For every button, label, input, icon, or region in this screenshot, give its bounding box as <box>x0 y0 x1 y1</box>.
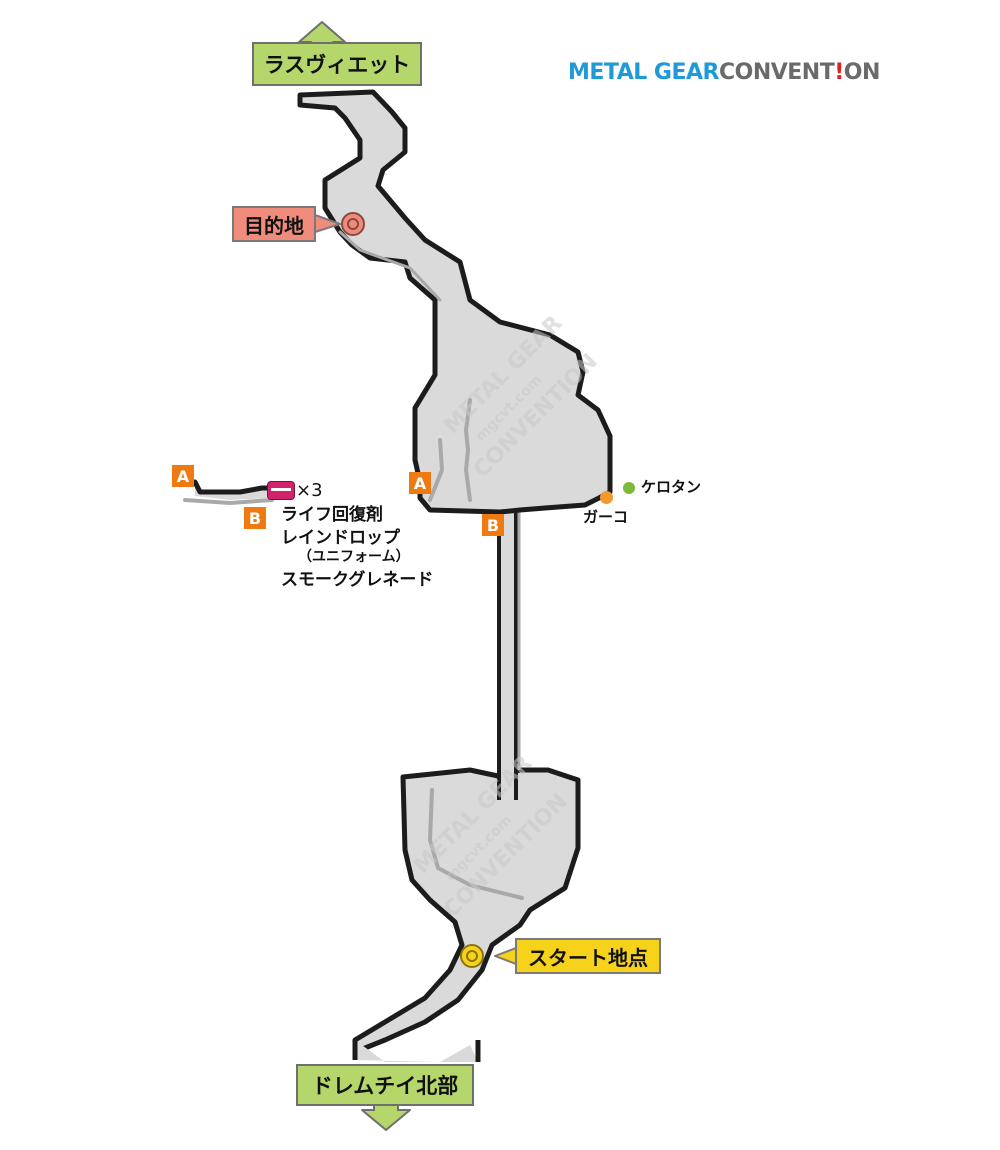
vertical-bridge <box>499 482 516 800</box>
south-passage <box>355 1040 478 1062</box>
logo-part-on: ON <box>843 60 881 85</box>
gako-label: ガーコ <box>583 508 629 526</box>
lower-cave <box>352 767 581 1055</box>
item-raindrop: レインドロップ <box>281 528 400 548</box>
logo-part-exclaim: ! <box>834 60 844 85</box>
site-logo: METAL GEARCONVENT!ON <box>568 60 880 85</box>
south-exit-label: ドレムチイ北部 <box>296 1064 474 1106</box>
marker-b-east: B <box>482 514 504 536</box>
marker-a-west: A <box>172 465 194 487</box>
logo-part-convent: CONVENT <box>718 60 835 85</box>
start-pointer <box>494 947 517 965</box>
upper-inner-ridge-3 <box>338 230 442 302</box>
logo-part-metal-gear: METAL GEAR <box>568 60 719 85</box>
start-target-icon <box>460 944 484 968</box>
destination-callout: 目的地 <box>232 206 316 242</box>
start-callout: スタート地点 <box>515 938 661 974</box>
kerotan-dot-icon <box>623 482 635 494</box>
item-uniform-note: （ユニフォーム） <box>298 549 410 565</box>
north-exit-label: ラスヴィエット <box>252 42 422 86</box>
item-count: ×3 <box>296 480 323 501</box>
upper-cave <box>297 89 613 515</box>
west-passage-bottom <box>183 498 274 506</box>
west-passage-top <box>192 479 275 495</box>
item-life-recovery: ライフ回復剤 <box>281 505 383 525</box>
kerotan-label: ケロタン <box>641 478 702 496</box>
destination-target-icon <box>341 212 365 236</box>
south-arrow-icon <box>361 1103 411 1131</box>
upper-inner-ridge-2 <box>428 438 445 502</box>
marker-b-west: B <box>244 507 266 529</box>
lower-inner-ridge <box>427 788 524 900</box>
gako-dot-icon <box>600 491 613 504</box>
item-smoke-grenade: スモークグレネード <box>281 570 434 590</box>
card-icon <box>268 482 294 499</box>
upper-inner-ridge-1 <box>463 398 472 502</box>
marker-a-east: A <box>409 472 431 494</box>
